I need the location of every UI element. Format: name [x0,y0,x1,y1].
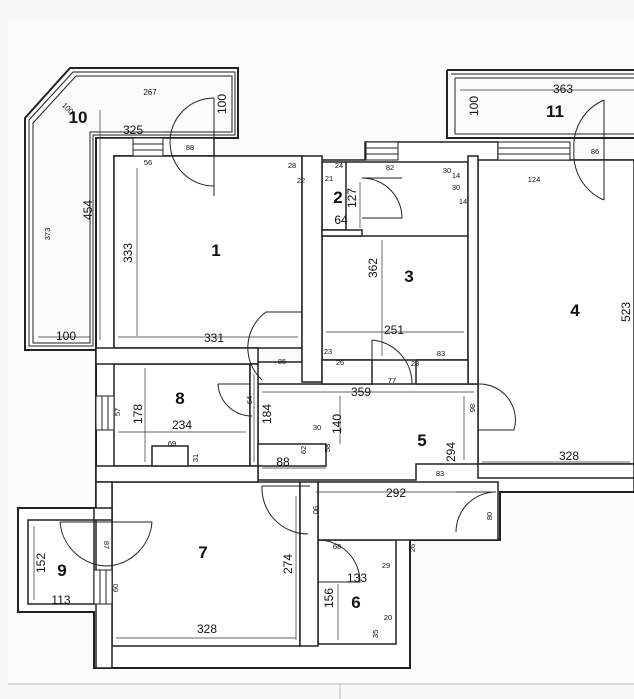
dim-s-88: 88 [186,143,194,152]
dim-100-balcony11: 100 [467,96,481,116]
dim-s-68: 68 [333,542,341,551]
dim-64: 64 [334,213,348,227]
door-swings [59,97,605,583]
room-6-label: 6 [351,593,360,612]
dim-178: 178 [131,404,145,424]
dim-s-124: 124 [528,175,541,184]
dim-s-21: 21 [325,174,333,183]
room-4-label: 4 [570,301,580,320]
room-3-label: 3 [404,267,413,286]
room-10-label: 10 [69,108,88,127]
dim-s-80: 80 [485,512,494,520]
dim-133: 133 [347,571,367,585]
dim-s-35: 35 [371,630,380,638]
dim-333: 333 [121,243,135,263]
dim-331: 331 [204,331,224,345]
dimension-lines [32,89,634,640]
dim-s-82: 82 [386,163,394,172]
room-9-label: 9 [57,561,66,580]
dim-359: 359 [351,385,371,399]
dim-s-30c: 30 [313,423,321,432]
dim-363: 363 [553,82,573,96]
dim-s-69: 69 [168,439,176,448]
dim-s-83b: 83 [436,469,444,478]
partition-walls [93,155,634,669]
dim-267: 267 [143,88,157,97]
dim-325: 325 [123,123,143,137]
room-interiors [27,155,634,647]
balcony-11-walls [446,69,634,139]
dim-s-29: 29 [382,561,390,570]
dim-113: 113 [51,593,70,607]
dim-88: 88 [276,455,290,469]
dim-s-60: 60 [111,584,120,592]
dim-s-64: 64 [245,396,254,404]
dim-s-20: 20 [384,613,392,622]
room-1-label: 1 [211,241,220,260]
room-7-label: 7 [198,543,207,562]
dim-328-room4: 328 [559,449,579,463]
dim-s-85: 85 [278,357,286,366]
dim-s-373: 373 [43,228,52,241]
dim-s-58: 58 [323,444,332,452]
dim-s-22: 22 [297,176,305,185]
room-5-label: 5 [417,431,426,450]
dim-s-14b: 14 [459,197,467,206]
dim-s-14a: 14 [452,171,460,180]
room-2-label: 2 [333,188,342,207]
dim-184: 184 [260,404,274,424]
dim-s-28b: 28 [411,359,419,368]
room-11-label: 11 [546,102,564,121]
dim-100-balcony10-top: 100 [215,94,229,114]
dim-454: 454 [81,200,95,220]
dim-s-30: 30 [443,166,451,175]
dim-s-23: 23 [324,347,332,356]
dim-523: 523 [619,302,633,322]
dim-140: 140 [330,414,344,434]
dim-s-87: 87 [102,541,111,549]
dim-156: 156 [322,588,336,608]
dim-274: 274 [281,554,295,574]
dim-294: 294 [444,442,458,462]
windows [93,137,571,605]
dim-s-86-room11: 86 [591,147,599,156]
dimension-labels-large: 267 325 454 100 363 333 331 127 64 362 2… [34,82,633,636]
dim-s-86-corridor: 86 [468,404,477,412]
dim-s-24: 24 [335,161,343,170]
dim-362: 362 [366,258,380,278]
dim-s-77: 77 [388,376,396,385]
dim-328-room7: 328 [197,622,217,636]
dim-100-balcony10: 100 [56,329,76,343]
dimension-labels-small: 100 373 88 56 28 22 24 21 82 30 14 14 30… [43,101,599,639]
dim-s-57: 57 [113,408,122,416]
dim-152: 152 [34,553,48,573]
dim-s-26b: 26 [408,544,417,552]
dim-292: 292 [386,486,406,500]
dim-s-83a: 83 [437,349,445,358]
dim-127: 127 [345,188,359,208]
room-8-label: 8 [175,389,184,408]
room-labels: 1 2 3 4 5 6 7 8 9 10 11 [57,102,580,612]
dim-s-30b: 30 [452,183,460,192]
dim-s-31: 31 [191,454,200,462]
dim-s-90: 90 [311,506,320,514]
dim-s-28: 28 [288,161,296,170]
dim-s-26: 26 [336,358,344,367]
dim-s-62: 62 [299,446,308,454]
dim-234: 234 [172,418,192,432]
dim-251: 251 [384,323,404,337]
dim-s-56: 56 [144,158,152,167]
